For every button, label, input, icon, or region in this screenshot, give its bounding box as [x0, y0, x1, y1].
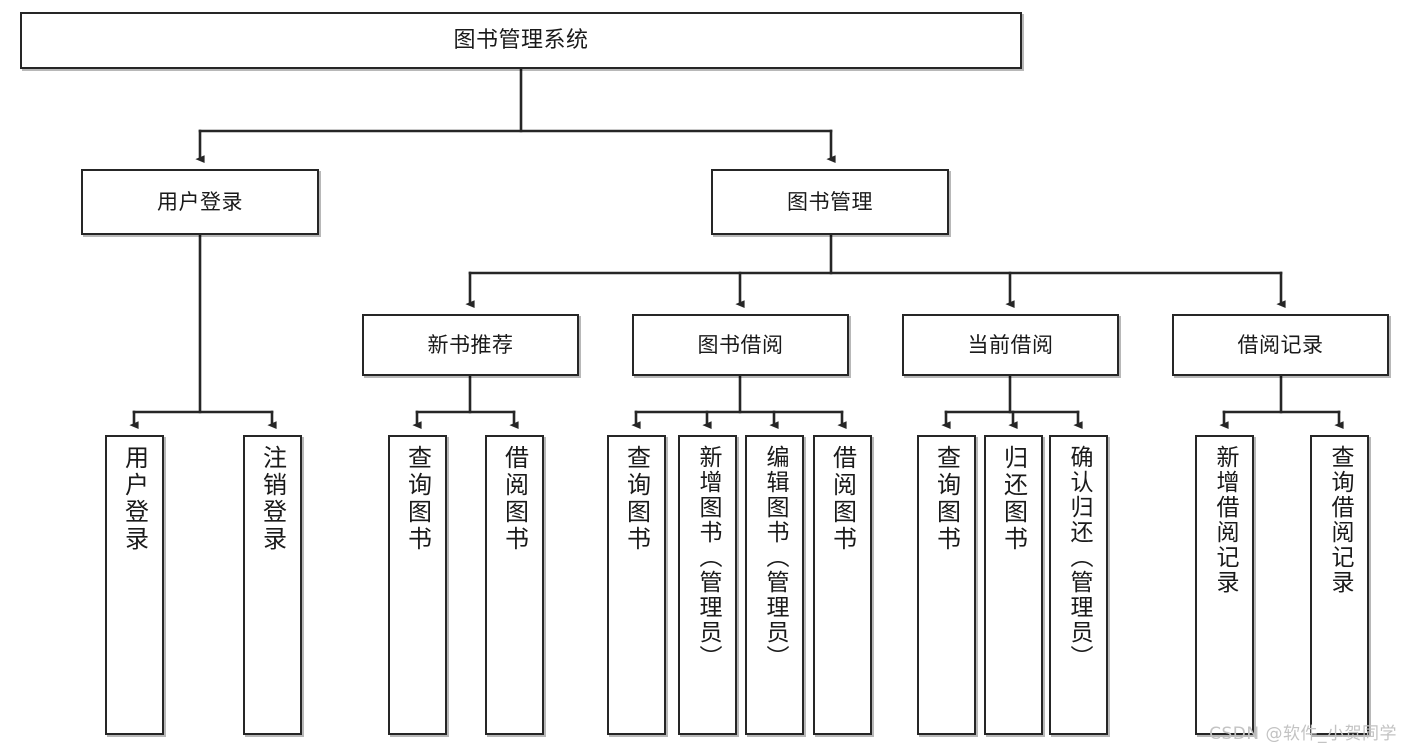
node-label: 图书管理	[787, 189, 873, 214]
leaf-borrow-book-recommend[interactable]: 借阅图书	[485, 435, 544, 735]
leaf-query-book-recommend[interactable]: 查询图书	[388, 435, 447, 735]
node-label: 查询借阅记录	[1327, 445, 1353, 595]
node-new-book-recommend[interactable]: 新书推荐	[362, 314, 579, 376]
node-label: 图书借阅	[697, 332, 784, 357]
node-label: 确认归还（管理员）	[1066, 445, 1092, 670]
csdn-watermark: CSDN @软件_小贺同学	[1209, 724, 1397, 744]
leaf-add-book-admin[interactable]: 新增图书（管理员）	[678, 435, 737, 735]
leaf-query-borrow-record[interactable]: 查询借阅记录	[1310, 435, 1369, 735]
node-label: 查询图书	[403, 445, 432, 553]
node-book-borrow[interactable]: 图书借阅	[632, 314, 849, 376]
leaf-edit-book-admin[interactable]: 编辑图书（管理员）	[745, 435, 804, 735]
node-current-borrow[interactable]: 当前借阅	[902, 314, 1119, 376]
node-label: 编辑图书（管理员）	[762, 445, 788, 670]
node-label: 新增借阅记录	[1212, 445, 1238, 595]
node-label: 借阅记录	[1237, 332, 1324, 357]
node-book-management[interactable]: 图书管理	[711, 169, 949, 235]
leaf-confirm-return-admin[interactable]: 确认归还（管理员）	[1049, 435, 1108, 735]
node-label: 注销登录	[258, 445, 287, 553]
node-label: 归还图书	[999, 445, 1028, 553]
leaf-add-borrow-record[interactable]: 新增借阅记录	[1195, 435, 1254, 735]
leaf-query-book-borrow[interactable]: 查询图书	[607, 435, 666, 735]
node-user-login[interactable]: 用户登录	[81, 169, 319, 235]
node-label: 新增图书（管理员）	[695, 445, 721, 670]
node-root-system[interactable]: 图书管理系统	[20, 12, 1022, 69]
leaf-query-book-current[interactable]: 查询图书	[917, 435, 976, 735]
node-label: 借阅图书	[500, 445, 529, 553]
node-label: 借阅图书	[828, 445, 857, 553]
leaf-return-book[interactable]: 归还图书	[984, 435, 1043, 735]
node-label: 用户登录	[157, 189, 243, 214]
leaf-user-logout[interactable]: 注销登录	[243, 435, 302, 735]
node-label: 图书管理系统	[453, 27, 589, 53]
node-label: 用户登录	[120, 445, 149, 553]
node-label: 查询图书	[932, 445, 961, 553]
node-borrow-records[interactable]: 借阅记录	[1172, 314, 1389, 376]
node-label: 查询图书	[622, 445, 651, 553]
leaf-user-login[interactable]: 用户登录	[105, 435, 164, 735]
node-label: 新书推荐	[427, 332, 514, 357]
node-label: 当前借阅	[967, 332, 1054, 357]
leaf-borrow-book[interactable]: 借阅图书	[813, 435, 872, 735]
